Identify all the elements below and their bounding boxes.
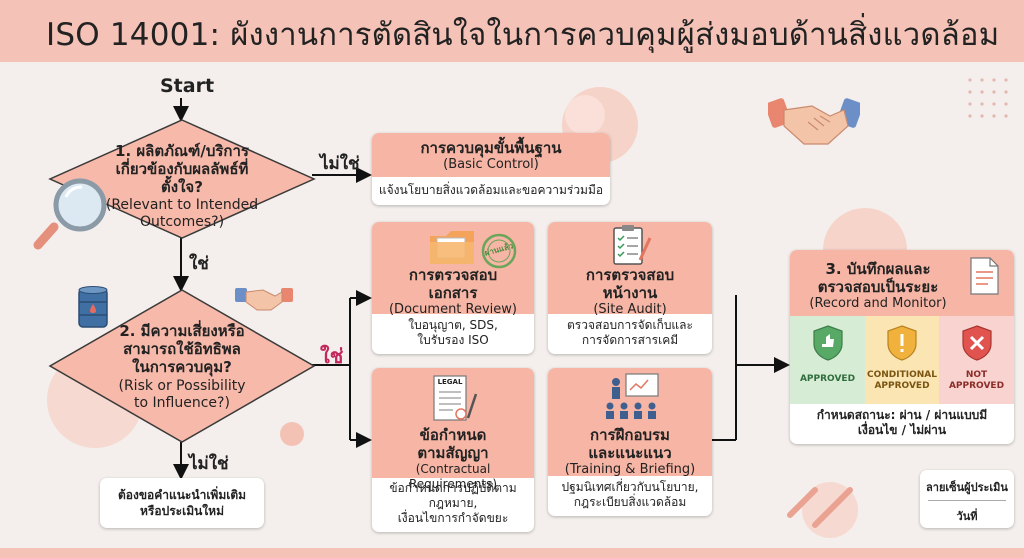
bottom-bar <box>0 548 1024 558</box>
folder-icon <box>430 231 474 264</box>
decision-2-question-en: (Risk or Possibility to Influence?) <box>118 378 246 411</box>
contract-requirements-body: ข้อกำหนดการปฏิบัติตาม กฎหมาย, เงื่อนไขกา… <box>389 481 517 525</box>
conditional-label: CONDITIONAL APPROVED <box>867 370 937 391</box>
not-approved-label: NOT APPROVED <box>948 370 1005 391</box>
handshake-small-icon <box>235 288 293 311</box>
record-monitor-body: กำหนดสถานะ: ผ่าน / ผ่านแบบมี เงื่อนไข / … <box>816 408 988 437</box>
site-audit-body: ตรวจสอบการจัดเก็บและ การจัดการสารเคมี <box>567 318 693 347</box>
handshake-large-icon <box>768 98 860 145</box>
record-monitor-card: 3. บันทึกผลและ ตรวจสอบเป็นระยะ (Record a… <box>790 250 1014 444</box>
legal-icon-label: LEGAL <box>437 378 463 386</box>
site-audit-title-th: การตรวจสอบ หน้างาน <box>585 266 675 302</box>
site-audit-header: การตรวจสอบ หน้างาน (Site Audit) <box>548 222 712 317</box>
clipboard-icon <box>613 225 652 265</box>
training-briefing-body: ปฐมนิเทศเกี่ยวกับนโยบาย, กฎระเบียบสิ่งแว… <box>561 480 699 509</box>
training-briefing-title-th: การฝึกอบรม และแนะแนว <box>588 426 672 462</box>
report-document-icon <box>970 257 999 295</box>
record-monitor-title-en: (Record and Monitor) <box>809 296 947 311</box>
not-approved-panel: NOT APPROVED <box>939 316 1014 404</box>
decision-1-question-th: 1. ผลิตภัณฑ์/บริการ เกี่ยวข้องกับผลลัพธ์… <box>115 142 249 196</box>
training-briefing-title-en: (Training & Briefing) <box>564 462 696 477</box>
approved-label: APPROVED <box>799 374 856 384</box>
document-review-title-th: การตรวจสอบ เอกสาร <box>408 266 498 302</box>
label-no-2: ไม่ใช่ <box>189 454 229 474</box>
contract-requirements-title-th: ข้อกำหนด ตามสัญญา <box>417 426 489 462</box>
decision-1-question-en: (Relevant to Intended Outcomes?) <box>105 197 259 230</box>
decision-2-question-th: 2. มีความเสี่ยงหรือ สามารถใช้อิทธิพล ในก… <box>119 322 245 376</box>
record-monitor-title-th: 3. บันทึกผลและ ตรวจสอบเป็นระยะ <box>817 260 939 296</box>
decision-1-text: 1. ผลิตภัณฑ์/บริการ เกี่ยวข้องกับผลลัพธ์… <box>98 142 266 231</box>
approved-panel: APPROVED <box>790 316 865 404</box>
basic-control-card: การควบคุมขั้นพื้นฐาน (Basic Control) แจ้… <box>372 133 610 205</box>
conditional-panel: CONDITIONAL APPROVED <box>865 316 939 404</box>
not-approved-shield-icon <box>962 325 992 361</box>
basic-control-title-th: การควบคุมขั้นพื้นฐาน <box>420 139 562 157</box>
approved-shield-icon <box>813 325 843 361</box>
advice-text: ต้องขอคำแนะนำเพิ่มเติม หรือประเมินใหม่ <box>117 488 247 518</box>
decision-2-diamond <box>48 289 316 443</box>
contract-requirements-title-en: (Contractual Requirements) <box>408 462 498 491</box>
record-monitor-header: 3. บันทึกผลและ ตรวจสอบเป็นระยะ (Record a… <box>790 250 1014 316</box>
contract-requirements-card: LEGAL ข้อกำหนด ตามสัญญา (Contractual Req… <box>372 368 534 532</box>
magnifier-icon <box>33 178 107 250</box>
status-row: APPROVED CONDITIONAL APPROVED NOT APPROV… <box>790 316 1014 404</box>
label-yes-1: ใช่ <box>189 254 209 274</box>
basic-control-body: แจ้งนโยบายสิ่งแวดล้อมและขอความร่วมมือ <box>378 183 604 197</box>
document-review-title-en: (Document Review) <box>388 302 517 317</box>
training-briefing-card: การฝึกอบรม และแนะแนว (Training & Briefin… <box>548 368 712 516</box>
basic-control-header: การควบคุมขั้นพื้นฐาน (Basic Control) <box>372 133 610 177</box>
document-review-header: ผ่านแล้ว การตรวจสอบ เอกสาร (Document Rev… <box>372 222 534 317</box>
basic-control-title-en: (Basic Control) <box>443 157 539 172</box>
site-audit-title-en: (Site Audit) <box>593 302 667 317</box>
decision-2-text: 2. มีความเสี่ยงหรือ สามารถใช้อิทธิพล ในก… <box>100 322 264 412</box>
approved-stamp-icon <box>481 233 517 269</box>
oil-barrel-icon <box>78 286 108 328</box>
legal-document-icon <box>433 375 478 421</box>
contract-requirements-header: LEGAL ข้อกำหนด ตามสัญญา (Contractual Req… <box>372 368 534 491</box>
signature-box: ลายเซ็นผู้ประเมิน วันที่ <box>920 470 1014 528</box>
decision-1-diamond <box>48 119 316 239</box>
title-bar: ISO 14001: ผังงานการตัดสินใจในการควบคุมผ… <box>0 0 1024 62</box>
conditional-shield-icon <box>887 325 917 361</box>
site-audit-card: การตรวจสอบ หน้างาน (Site Audit) ตรวจสอบก… <box>548 222 712 354</box>
page-title: ISO 14001: ผังงานการตัดสินใจในการควบคุมผ… <box>46 17 1000 53</box>
label-no-1: ไม่ใช่ <box>320 154 360 174</box>
label-yes-2: ใช่ <box>320 344 344 368</box>
document-review-body: ใบอนุญาต, SDS, ใบรับรอง ISO <box>408 318 498 347</box>
date-label: วันที่ <box>956 510 978 523</box>
signature-label: ลายเซ็นผู้ประเมิน <box>926 481 1008 494</box>
start-label: Start <box>160 75 215 97</box>
document-review-card: ผ่านแล้ว การตรวจสอบ เอกสาร (Document Rev… <box>372 222 534 354</box>
presentation-icon <box>606 373 659 419</box>
training-briefing-header: การฝึกอบรม และแนะแนว (Training & Briefin… <box>548 368 712 477</box>
advice-box: ต้องขอคำแนะนำเพิ่มเติม หรือประเมินใหม่ <box>100 478 264 528</box>
